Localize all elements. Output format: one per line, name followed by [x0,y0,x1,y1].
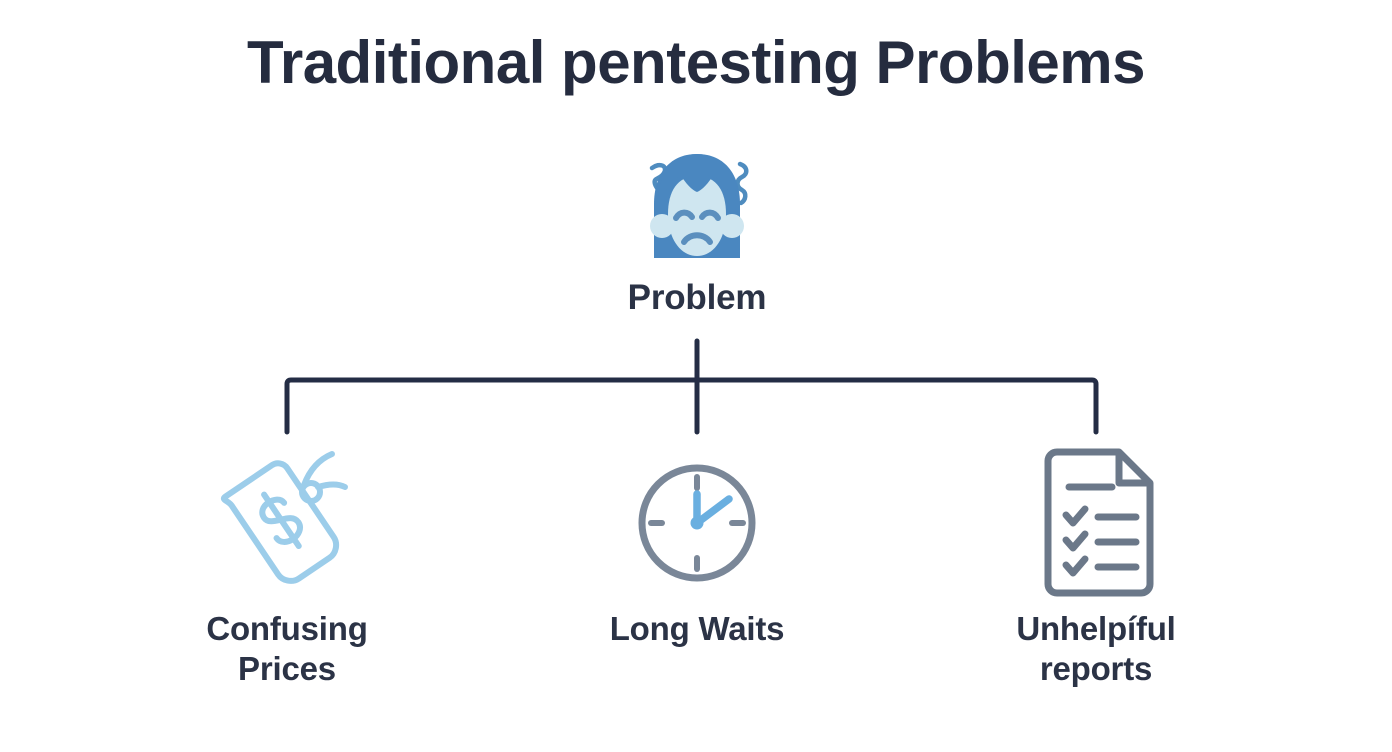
face-shape [668,176,726,256]
branch-node-confusing-prices: Confusing Prices [137,440,437,690]
clock-ticks [648,473,746,572]
check-3 [1062,555,1089,577]
branch-label-long-waits: Long Waits [547,609,847,649]
branch-icon-wrap [946,440,1246,605]
branch-label-line-1: Confusing [206,610,368,647]
bangs-shape [658,154,736,196]
document-checklist-icon [1044,448,1154,597]
price-tag-dollar-icon [220,451,348,584]
branch-icon-wrap [137,440,437,605]
tag-string-a [301,451,335,488]
branch-label-unhelpful-reports: Unhelpíful reports [946,609,1246,690]
check-1 [1062,505,1089,527]
eye-left [673,209,695,221]
sad-frustrated-face-icon [649,154,749,258]
branch-label-line-1: Unhelpíful [1016,610,1176,647]
check-2 [1062,530,1089,552]
eye-right [699,209,721,221]
branch-icon-wrap [547,440,847,605]
branch-node-unhelpful-reports: Unhelpíful reports [946,440,1246,690]
branch-label-line-1: Long Waits [609,610,785,647]
branch-node-long-waits: Long Waits [547,440,847,649]
root-node-label: Problem [627,278,767,317]
root-node: Problem [547,132,847,318]
tag-string-b [315,481,348,490]
dollar-bar [261,491,302,550]
tag-hole [299,480,323,504]
page-title: Traditional pentesting Problems [247,29,1145,96]
folded-corner [1115,452,1150,487]
connector-bar [284,377,1099,435]
branch-label-line-2: reports [1039,650,1153,688]
document-page [1044,448,1154,597]
clock-icon [638,464,756,581]
minute-hand [693,494,733,527]
tag-body [220,460,340,584]
ear-right [720,214,744,238]
ear-left [650,214,674,238]
clock-hub [690,516,704,529]
root-icon-wrap [547,132,847,272]
branch-label-confusing-prices: Confusing Prices [137,609,437,690]
frown-mouth [681,232,713,245]
clock-ring [638,464,756,581]
branch-label-line-2: Prices [238,650,336,688]
